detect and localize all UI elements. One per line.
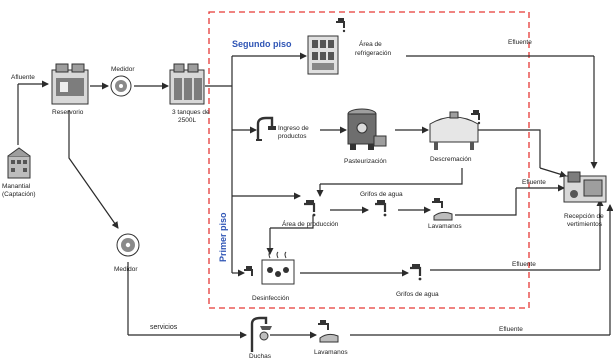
water-tanks-icon [169, 63, 205, 105]
building-icon [7, 147, 31, 179]
recepcion-sub-label: vertimientos [567, 221, 603, 228]
floor-boundary-box [208, 11, 530, 309]
reservoir-tank-icon [51, 63, 89, 105]
handwash-icon [318, 320, 339, 343]
grifos-agua-bottom-label: Grifos de agua [396, 291, 439, 298]
duchas-label: Duchas [249, 353, 272, 360]
cream-separator-icon [429, 111, 479, 150]
area-refrigeracion-label: Área de [359, 39, 382, 48]
tanques-label: 3 tanques de [172, 109, 210, 116]
line-effluent-lavamanos [455, 188, 517, 216]
tanques-sub-label: 2500L [178, 117, 196, 124]
pasteurizer-icon [347, 108, 387, 150]
refrigerator-icon [307, 35, 339, 75]
disinfection-tank-icon [261, 251, 295, 285]
ingreso-label: Ingreso de [278, 125, 309, 132]
faucet-icon [336, 18, 346, 33]
line-reservorio-to-medidor-bottom [68, 110, 119, 229]
lavamanos-bottom-label: Lavamanos [314, 349, 348, 356]
faucet-icon [304, 200, 316, 217]
faucet-icon [256, 116, 276, 141]
manantial-sub-label: (Captación) [2, 191, 36, 198]
faucet-icon [244, 266, 253, 276]
primer-piso-label: Primer piso [218, 212, 228, 262]
line-effluent-descrem [478, 129, 541, 168]
area-refrigeracion-sub-label: refrigeración [355, 50, 392, 57]
lavamanos-mid-label: Lavamanos [428, 223, 462, 230]
line-effluent-descrem-in [539, 167, 567, 178]
water-meter-icon [116, 233, 140, 257]
manantial-label: Manantial [2, 183, 31, 190]
servicios-label: servicios [150, 324, 178, 331]
ingreso-sub-label: productos [278, 133, 307, 140]
efluente-label-2: Efluente [522, 179, 546, 186]
reservorio-label: Reservorio [52, 109, 84, 116]
faucet-icon [471, 110, 481, 125]
line-produccion-down [270, 215, 314, 229]
recepcion-label: Recepción de [564, 213, 604, 220]
segundo-piso-label: Segundo piso [232, 39, 292, 49]
pasteurizacion-label: Pasteurización [344, 158, 387, 165]
efluente-label-3: Efluente [512, 261, 536, 268]
line-descremacion-down [320, 168, 463, 185]
treatment-plant-icon [563, 171, 607, 203]
shower-icon [250, 316, 272, 352]
faucet-icon [410, 264, 422, 281]
water-meter-icon [110, 75, 132, 97]
efluente-label-4: Efluente [499, 326, 523, 333]
grifos-agua-top-label: Grifos de agua [360, 191, 403, 198]
area-produccion-label: Área de producción [282, 219, 339, 228]
medidor-bottom-label: Medidor [114, 266, 138, 273]
handwash-icon [432, 198, 453, 221]
descremacion-label: Descremación [430, 156, 472, 163]
faucet-icon [375, 200, 387, 217]
afluente-label: Afluente [11, 74, 35, 81]
medidor-top-label: Medidor [111, 66, 135, 73]
efluente-label-1: Efluente [508, 39, 532, 46]
desinfeccion-label: Desinfección [252, 295, 290, 302]
